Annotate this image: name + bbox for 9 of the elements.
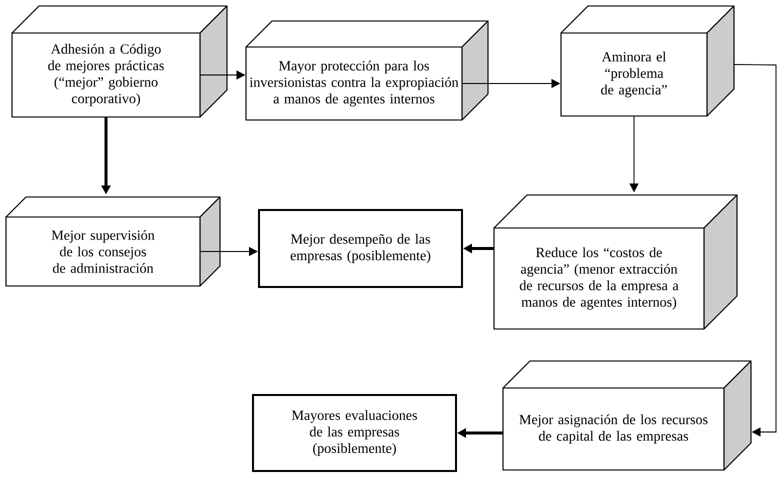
arrow	[734, 64, 776, 437]
box-3d: Reduce los “costos de agencia” (menor extracción de recursos de la empresa a manos de agentes internos)	[493, 194, 738, 330]
box-3d: Adhesión a Código de mejores prácticas (“mejor” gobierno corporativo)	[11, 5, 228, 118]
process-box: Mejor desempeño de las empresas (posiblemente)	[258, 209, 463, 288]
box-3d: Mejor asignación de los recursos de capital de las empresas	[502, 360, 752, 471]
box-3d: Mayor protección para los inversionistas contra la expropiación a manos de agentes internos	[245, 20, 489, 121]
process-box: Mayores evaluaciones de las empresas (posiblemente)	[252, 394, 457, 472]
box-3d: Mejor supervisión de los consejos de administración	[5, 196, 221, 287]
box-3d: Aminora el “problema de agencia”	[560, 5, 735, 117]
